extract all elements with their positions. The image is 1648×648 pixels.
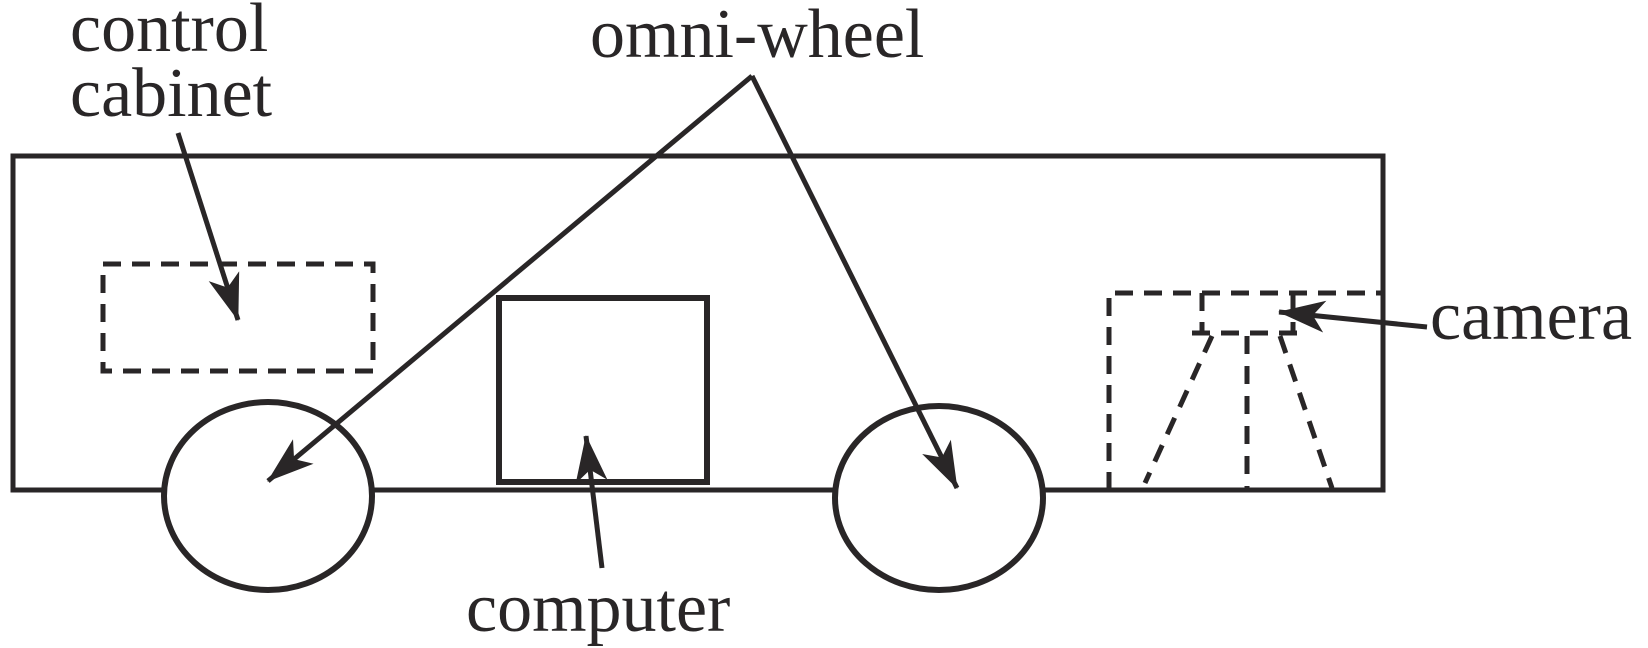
camera-label: camera — [1430, 278, 1633, 355]
omni-wheel-arrow-right — [749, 74, 960, 490]
right-omni-wheel — [832, 403, 1046, 593]
control-cabinet-label-line2: cabinet — [70, 55, 273, 132]
omni-wheel-label: omni-wheel — [590, 0, 925, 73]
omni-wheel-arrow-left — [266, 74, 754, 483]
computer-label: computer — [466, 570, 731, 647]
control-cabinet-arrow — [175, 132, 241, 321]
computer-box — [496, 295, 710, 485]
control-cabinet-label: control cabinet — [70, 0, 273, 132]
left-omni-wheel — [161, 399, 375, 593]
camera-fov-ray-right — [1277, 335, 1335, 489]
computer-arrow — [575, 435, 608, 569]
control-cabinet-label-line1: control — [70, 0, 269, 67]
camera-arrow — [1278, 300, 1428, 333]
camera-fov-ray-left — [1142, 334, 1215, 485]
control-cabinet-box — [100, 261, 376, 374]
